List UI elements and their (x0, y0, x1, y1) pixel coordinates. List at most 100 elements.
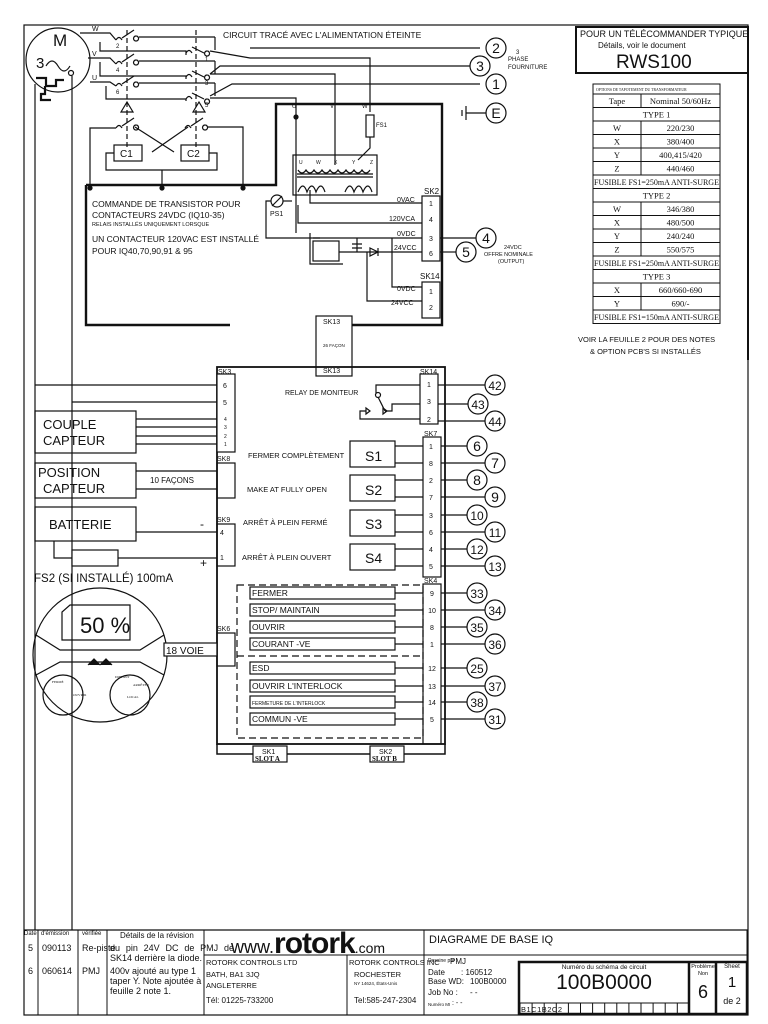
bridge-rectifier (312, 240, 340, 262)
sk2-pin-label: 120VCA (389, 216, 415, 223)
table-cell: 550/575 (667, 245, 695, 255)
switch-s3 (349, 509, 396, 537)
sk4-pin: 14 (428, 700, 436, 707)
lcd-window (61, 604, 131, 641)
table-cell: TYPE 1 (643, 110, 671, 120)
knob-label-remote: DISTANT (115, 675, 131, 679)
rev-date: 090113 (42, 943, 72, 953)
contact-2: 2 (116, 44, 120, 50)
terminal-label: 4 (482, 230, 490, 246)
table-cell: 690/- (672, 299, 690, 309)
terminal-10 (466, 504, 488, 526)
slot-a-label: SLOT A (255, 755, 280, 763)
date-value: : 160512 (461, 968, 493, 977)
transistor-note-3: RELAIS INSTALLÉS UNIQUEMENT LORSQUE (92, 221, 209, 228)
tx-input-u: U (292, 104, 296, 110)
phase-u: U (92, 75, 97, 82)
circuit-no: 100B0000 (556, 971, 652, 994)
contact-5: 5 (205, 103, 209, 109)
knob-label-open: OUVRIR (73, 693, 87, 697)
tap-options-table: OPTIONS DE TAPOTEMENT DU TRANSFORMATEURT… (592, 83, 721, 324)
tap-u: U (299, 160, 303, 166)
sk2-pin-label: 24VCC (394, 245, 417, 252)
motor-brake-icon (36, 76, 64, 102)
sk9-pin: 4 (220, 530, 224, 537)
sheet-number: 1 (727, 974, 737, 991)
knob-local-remote (109, 674, 151, 716)
switch-label: FERMER COMPLÈTEMENT (248, 451, 345, 460)
terminal-label: 44 (488, 415, 502, 429)
terminal-13 (484, 555, 506, 577)
ltd-country: ANGLETERRE (206, 981, 257, 990)
slot-b-label: SLOT B (372, 755, 397, 763)
sk3-pin: 4 (224, 417, 227, 423)
motor-label: M (53, 31, 67, 50)
terminal-label: 6 (473, 438, 481, 454)
table-row (592, 161, 721, 176)
rev-by: PMJ (82, 966, 100, 976)
terminal-35 (466, 616, 488, 638)
sk9-pin: 1 (220, 555, 224, 562)
phase-v: V (92, 51, 97, 58)
transistor-note-1: COMMANDE DE TRANSISTOR POUR (92, 199, 240, 209)
tap-y: Y (352, 160, 356, 166)
sk3-pin: 2 (224, 434, 227, 440)
sk2-label: SK2 (424, 187, 440, 196)
connector-sk7 (422, 436, 442, 578)
terminal-label: 37 (488, 680, 502, 694)
torque-sensor-label-2: CAPTEUR (43, 433, 105, 448)
terminal-36 (484, 633, 506, 655)
sk2-pin: 4 (429, 217, 433, 224)
sk14-pin-label: 0VDC (397, 286, 416, 293)
contact-3: 3 (205, 81, 209, 87)
local-display (32, 587, 168, 723)
table-cell: W (613, 204, 621, 214)
contact-1: 1 (205, 57, 209, 63)
issue-label: Problème Non (691, 964, 715, 977)
switch-label: MAKE AT FULLY OPEN (247, 485, 327, 494)
relay-pin: 2 (427, 417, 431, 424)
slot-b (369, 745, 405, 763)
connector-sk2 (421, 195, 441, 262)
table-cell: Y (614, 150, 620, 160)
sk3-pin: 6 (223, 383, 227, 390)
sheet-note-2: & OPTION PCB'S SI INSTALLÉS (590, 347, 701, 356)
tap-x: X (334, 160, 338, 166)
title-block-grid (37, 930, 748, 1015)
contactor-c1-label: C1 (120, 149, 133, 160)
connector-sk3 (216, 373, 236, 453)
sk4-label: SK4 (424, 578, 437, 585)
contactor-c2-label: C2 (187, 149, 200, 160)
wire-18-voie-label: 18 VOIE (166, 646, 204, 657)
terminal-3 (469, 55, 491, 77)
sk2-pin: 3 (429, 236, 433, 243)
table-cell: 400,415/420 (659, 150, 702, 160)
terminal-label: 36 (488, 638, 502, 652)
sk4-pin: 12 (428, 666, 436, 673)
output-label-1: 24VDC (504, 245, 522, 251)
table-cell: 660/660-690 (659, 285, 702, 295)
switch-id: S3 (365, 516, 382, 532)
title-block: Date d'émission vérifiée Détails de la r… (24, 929, 748, 1015)
rotork-logo[interactable]: www.rotork.com (231, 929, 385, 959)
sk2-pin-label: 0VAC (397, 197, 415, 204)
sk4-pin: 5 (430, 717, 434, 724)
sk4-pin: 1 (430, 642, 434, 649)
table-cell: Y (614, 231, 620, 241)
sk7-pin: 5 (429, 564, 433, 571)
ltd-name: ROTORK CONTROLS LTD (206, 958, 298, 967)
terminal-8 (466, 469, 488, 491)
phase-w: W (92, 26, 99, 33)
position-sensor-label-2: CAPTEUR (43, 481, 105, 496)
terminal-label: 5 (462, 244, 470, 260)
connector-sk4 (422, 583, 442, 745)
issue-number: 6 (697, 982, 708, 1002)
slot-a (252, 745, 288, 763)
rev-header-details: Détails de la révision (120, 931, 194, 940)
remote-input-label: FERMER (252, 588, 288, 598)
terminal-44 (484, 410, 506, 432)
terminal-33 (466, 582, 488, 604)
table-cell: W (613, 123, 621, 133)
sk3-pin: 3 (224, 425, 227, 431)
connector-sk14-power (421, 281, 441, 319)
